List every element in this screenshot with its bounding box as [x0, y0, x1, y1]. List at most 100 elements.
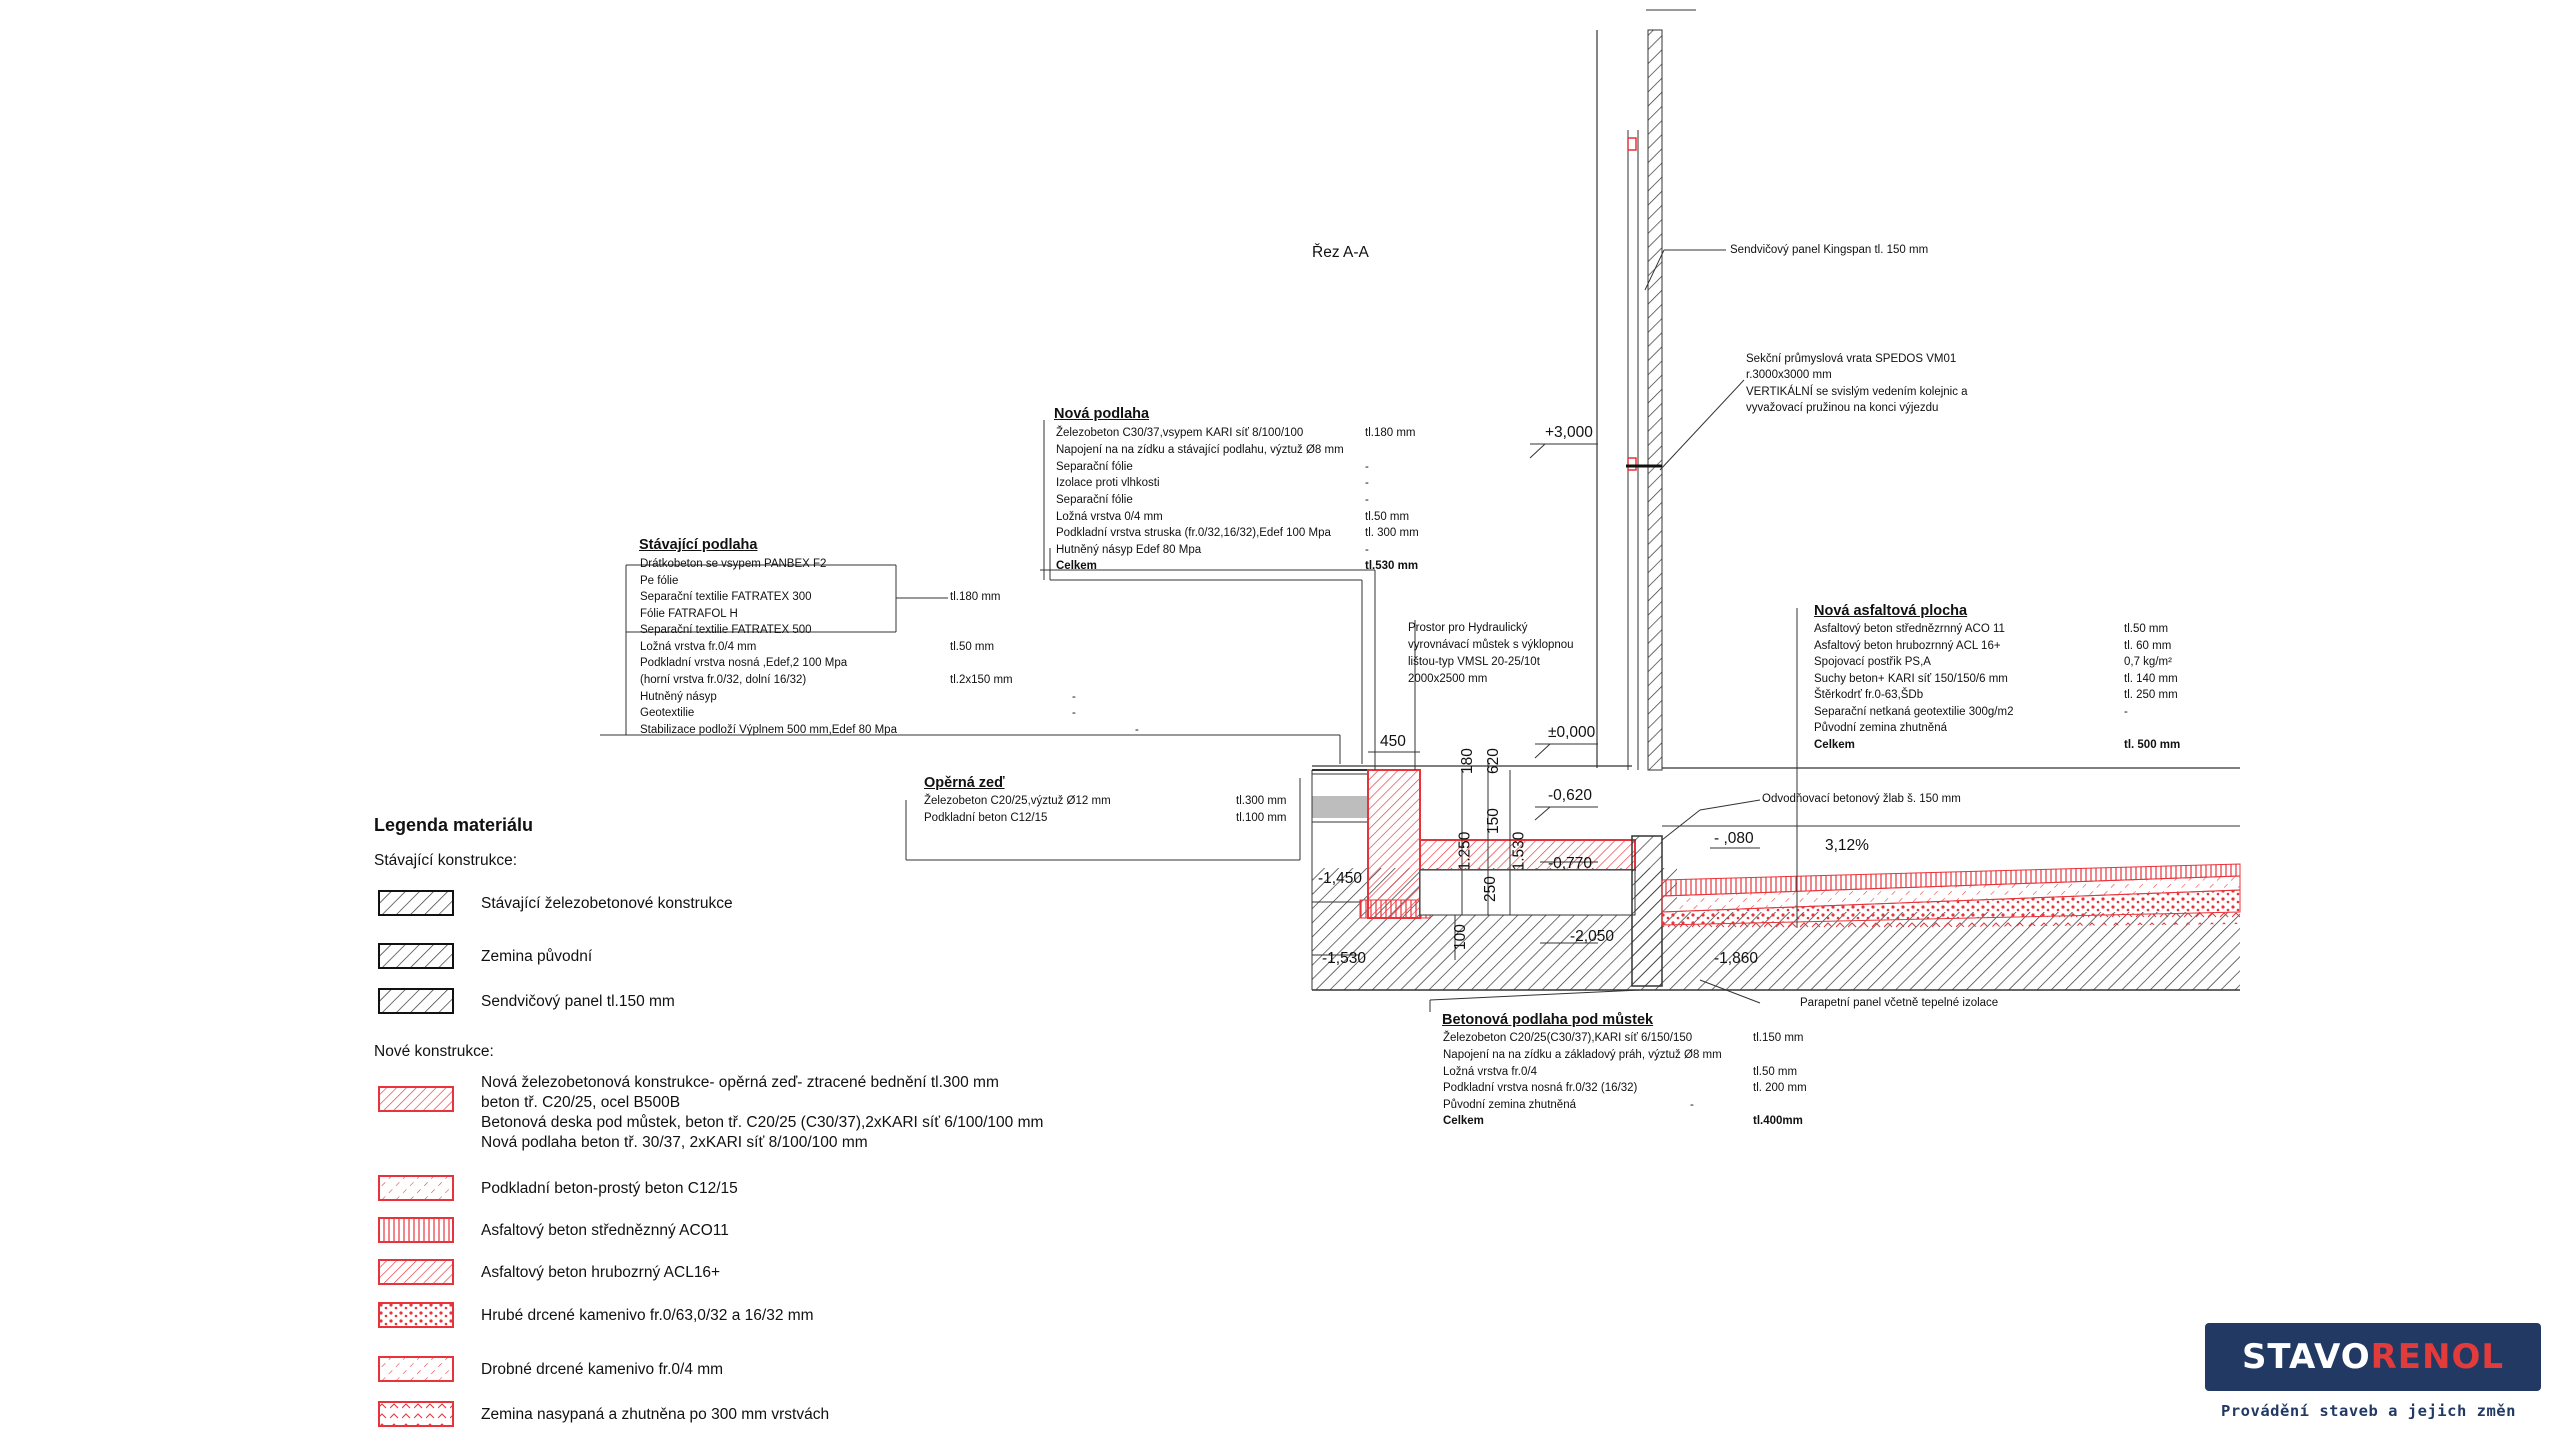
legend-item-label: Hrubé drcené kamenivo fr.0/63,0/32 a 16/… — [481, 1307, 814, 1324]
sp-row: Drátkobeton se vsypem PANBEX F2 — [640, 558, 827, 570]
sp-row: Stabilizace podloží Výplnem 500 mm,Edef … — [640, 724, 897, 736]
level-m770: -0,770 — [1548, 855, 1592, 872]
gate-line-3: VERTIKÁLNÍ se svislým vedením kolejnic a — [1746, 386, 1968, 398]
ap-row-label: Suchy beton+ KARI síť 150/150/6 mm — [1814, 673, 2008, 685]
oz-row-value: tl.100 mm — [1236, 812, 1287, 824]
ramp-line-1: Prostor pro Hydraulický — [1408, 622, 1528, 634]
ap-row-value: - — [2124, 706, 2128, 718]
sp-row: Ložná vrstva fr.0/4 mm — [640, 641, 757, 653]
pm-row-value: tl.50 mm — [1753, 1066, 1798, 1078]
ap-row-value: tl. 140 mm — [2124, 673, 2178, 685]
sp-title: Stávající podlaha — [639, 537, 758, 553]
ap-row-value: 0,7 kg/m² — [2124, 656, 2172, 668]
legend-item-label: Asfaltový beton hrubozrný ACL16+ — [481, 1264, 721, 1281]
np-row-label: Separační fólie — [1056, 461, 1133, 473]
legend-item-label: Nová podlaha beton tř. 30/37, 2xKARI síť… — [481, 1134, 868, 1151]
dim-1250: 1.250 — [1456, 831, 1474, 871]
np-row-label: Ložná vrstva 0/4 mm — [1056, 511, 1163, 523]
sp-row: Separační textilie FATRATEX 500 — [640, 624, 812, 636]
ap-row-label: Asfaltový beton střednězrnný ACO 11 — [1814, 623, 2005, 635]
ap-row-label: Štěrkodrť fr.0-63,ŠDb — [1814, 689, 1924, 701]
pm-row-label: Napojení na na zídku a základový práh, v… — [1443, 1049, 1722, 1061]
ap-total-label: Celkem — [1814, 739, 1855, 751]
nova-podlaha-title: Nová podlaha — [1054, 406, 1150, 422]
sp-value: tl.2x150 mm — [950, 674, 1013, 686]
level-m2050: -2,050 — [1570, 928, 1614, 945]
legend-existing-heading: Stávající konstrukce: — [374, 852, 518, 869]
ap-title: Nová asfaltová plocha — [1814, 603, 1968, 619]
oz-row-label: Podkladní beton C12/15 — [924, 812, 1048, 824]
company-slogan: Provádění staveb a jejich změn — [2221, 1402, 2516, 1420]
sp-row: Pe fólie — [640, 575, 679, 587]
dim-100: 100 — [1451, 924, 1469, 950]
sp-row: Podkladní vrstva nosná ,Edef,2 100 Mpa — [640, 657, 848, 669]
np-row-label: Izolace proti vlhkosti — [1056, 477, 1160, 489]
legend-item-label: Stávající železobetonové konstrukce — [481, 895, 733, 912]
ap-row-label: Separační netkaná geotextilie 300g/m2 — [1814, 706, 2014, 718]
sp-row: (horní vrstva fr.0/32, dolní 16/32) — [640, 674, 807, 686]
pm-row-label: Ložná vrstva fr.0/4 — [1443, 1066, 1537, 1078]
legend-item-label: beton tř. C20/25, ocel B500B — [481, 1094, 681, 1111]
pm-total-label: Celkem — [1443, 1115, 1484, 1127]
np-total-label: Celkem — [1056, 560, 1097, 572]
swatch-original-soil — [378, 943, 454, 969]
ap-row-value: tl.50 mm — [2124, 623, 2169, 635]
callout-sandwich-panel: Sendvičový panel Kingspan tl. 150 mm — [1730, 244, 1929, 256]
sandwich-panel-wall — [1647, 29, 1663, 771]
gate-line-4: vyvažovací pružinou na konci výjezdu — [1746, 402, 1939, 414]
np-row-label: Hutněný násyp Edef 80 Mpa — [1056, 544, 1202, 556]
sp-value: tl.180 mm — [950, 591, 1001, 603]
dim-450: 450 — [1380, 733, 1406, 750]
np-row-label: Podkladní vrstva struska (fr.0/32,16/32)… — [1056, 527, 1331, 539]
legend-item-label: Nová železobetonová konstrukce- opěrná z… — [481, 1074, 999, 1091]
swatch-sandwich-panel — [378, 988, 454, 1014]
sp-row: Fólie FATRAFOL H — [640, 608, 738, 620]
legend-title: Legenda materiálu — [374, 815, 534, 835]
pm-row-value: tl.150 mm — [1753, 1032, 1804, 1044]
ramp-line-3: lištou-typ VMSL 20-25/10t — [1408, 656, 1540, 668]
legend-item-label: Zemina nasypaná a zhutněna po 300 mm vrs… — [481, 1406, 830, 1423]
level-m1450: -1,450 — [1318, 870, 1362, 887]
pm-row-label: Podkladní vrstva nosná fr.0/32 (16/32) — [1443, 1082, 1638, 1094]
sp-row: Separační textilie FATRATEX 300 — [640, 591, 812, 603]
level-markers — [1312, 443, 1760, 956]
leader-lines — [600, 249, 1798, 1012]
legend-new-heading: Nové konstrukce: — [374, 1043, 494, 1060]
legend-item-label: Podkladní beton-prostý beton C12/15 — [481, 1180, 738, 1197]
swatch-fine-aggregate — [378, 1356, 454, 1382]
sp-value: - — [1135, 724, 1139, 736]
pm-row-value: - — [1690, 1099, 1694, 1111]
ap-row-label: Původní zemina zhutněná — [1814, 722, 1947, 734]
swatch-compacted-soil — [378, 1401, 454, 1427]
np-row-value: tl.50 mm — [1365, 511, 1410, 523]
legend-item-label: Betonová deska pod můstek, beton tř. C20… — [481, 1114, 1044, 1131]
sp-row: Hutněný násyp — [640, 691, 717, 703]
sp-value: - — [1072, 691, 1076, 703]
ap-row-label: Spojovací postřik PS,A — [1814, 656, 1931, 668]
swatch-new-rc — [378, 1086, 454, 1112]
callout-parapet: Parapetní panel včetně tepelné izolace — [1800, 997, 1999, 1009]
callout-drain: Odvodňovací betonový žlab š. 150 mm — [1762, 793, 1961, 805]
np-row-value: - — [1365, 461, 1369, 473]
gate-line-1: Sekční průmyslová vrata SPEDOS VM01 — [1746, 353, 1957, 365]
threshold — [1631, 835, 1663, 987]
legend-item-label: Drobné drcené kamenivo fr.0/4 mm — [481, 1361, 724, 1378]
slope-label: 3,12% — [1825, 837, 1869, 854]
dim-620: 620 — [1484, 748, 1502, 774]
legend-item-label: Zemina původní — [481, 948, 593, 965]
swatch-existing-concrete — [378, 890, 454, 916]
np-row-value: tl.180 mm — [1365, 427, 1416, 439]
soil-fill — [1662, 912, 2240, 930]
sp-value: - — [1072, 707, 1076, 719]
oz-row-label: Železobeton C20/25,výztuž Ø12 mm — [924, 795, 1111, 807]
gate-line-2: r.3000x3000 mm — [1746, 369, 1832, 381]
oz-row-value: tl.300 mm — [1236, 795, 1287, 807]
logo-part-b: RENOL — [2370, 1337, 2505, 1377]
sp-row: Geotextilie — [640, 707, 695, 719]
ap-row-value: tl. 60 mm — [2124, 640, 2172, 652]
dim-250: 250 — [1481, 876, 1499, 902]
level-m1080: - ,080 — [1714, 830, 1754, 847]
np-row-label: Železobeton C30/37,vsypem KARI síť 8/100… — [1056, 427, 1304, 439]
ramp-line-4: 2000x2500 mm — [1408, 673, 1488, 685]
